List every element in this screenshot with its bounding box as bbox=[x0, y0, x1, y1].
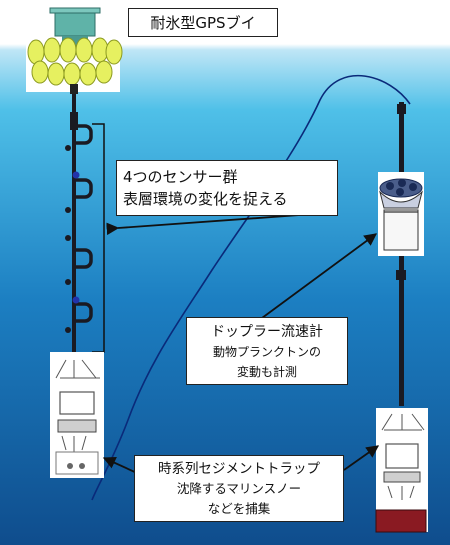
trap-label-line-2: 沈降するマリンスノー bbox=[176, 481, 302, 496]
doppler-current-meter bbox=[378, 172, 424, 256]
arrow-doppler bbox=[261, 233, 378, 319]
trap-label-line-3: などを捕集 bbox=[207, 501, 271, 516]
sensor-dots bbox=[65, 145, 80, 333]
trap-label-line-1: 時系列セジメントトラップ bbox=[158, 461, 320, 477]
sensor-3 bbox=[76, 248, 93, 269]
drift-cable bbox=[91, 74, 411, 501]
buoy-label: 耐氷型GPSブイ bbox=[128, 8, 278, 37]
left-mooring-line bbox=[70, 94, 78, 354]
trap-label: 時系列セジメントトラップ 沈降するマリンスノー などを捕集 bbox=[134, 455, 344, 522]
right-mooring-lower bbox=[396, 256, 406, 406]
doppler-label-line-3: 変動も計測 bbox=[236, 365, 297, 379]
doppler-label: ドップラー流速計 動物プランクトンの 変動も計測 bbox=[186, 317, 348, 385]
sensors-label-line-2: 表層環境の変化を捉える bbox=[123, 190, 288, 208]
right-mooring-upper bbox=[397, 102, 406, 172]
doppler-label-line-1: ドップラー流速計 bbox=[211, 324, 323, 340]
buoy-label-text: 耐氷型GPSブイ bbox=[150, 14, 256, 32]
right-sediment-trap bbox=[375, 408, 428, 533]
sensors-label: 4つのセンサー群 表層環境の変化を捉える bbox=[116, 160, 338, 216]
sensor-1 bbox=[76, 124, 93, 145]
sensor-2 bbox=[76, 178, 93, 199]
arrow-trap-right bbox=[343, 445, 380, 471]
sensors-label-line-1: 4つのセンサー群 bbox=[123, 168, 238, 186]
gps-buoy bbox=[26, 4, 123, 94]
sensor-bracket bbox=[92, 123, 105, 353]
sensor-group bbox=[76, 124, 93, 323]
arrow-sensors bbox=[106, 214, 301, 236]
sensor-4 bbox=[76, 302, 93, 323]
left-sediment-trap bbox=[50, 352, 104, 478]
doppler-label-line-2: 動物プランクトンの bbox=[212, 345, 321, 359]
